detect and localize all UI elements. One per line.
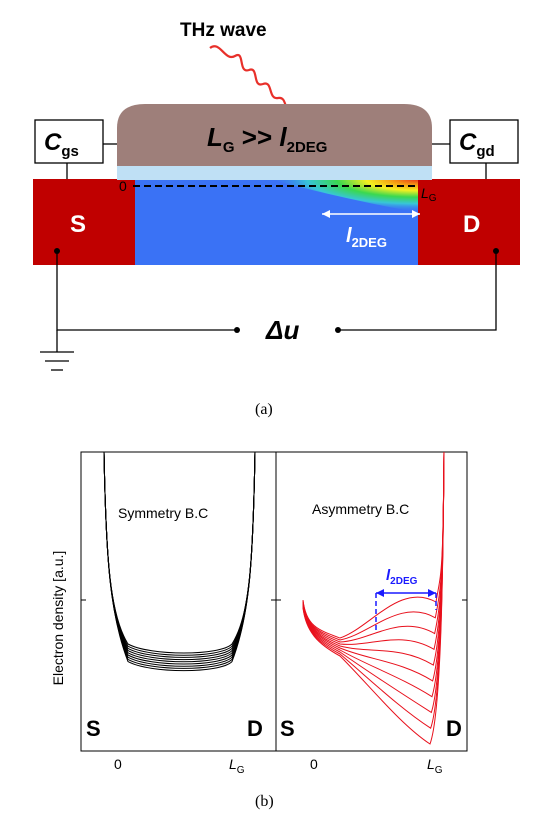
l2deg-label: l2DEG [346, 225, 387, 250]
symmetric-curves [103, 451, 256, 672]
figure-b-drawing: Electron density [a.u.] l2DEG Symmetry B… [50, 451, 468, 776]
figure-a-drawing: THz wave LG >> l2DEG Cgs Cgd S D 0 LG l2… [33, 20, 520, 371]
right-x0-label: 0 [310, 756, 318, 772]
drain-label: D [463, 211, 480, 238]
asymmetric-curve [302, 451, 445, 639]
asymmetric-curve [302, 451, 445, 714]
symmetric-curve [103, 451, 256, 656]
right-drain-label: D [446, 716, 462, 741]
cgs-label: Cgs [44, 129, 79, 160]
thz-wave-label: THz wave [180, 20, 267, 41]
asymmetric-curve [302, 451, 445, 641]
right-panel-title: Asymmetry B.C [312, 501, 409, 517]
cgs-capacitor-box [34, 119, 104, 164]
symmetric-curve [103, 451, 256, 661]
asymmetric-curve [302, 451, 445, 745]
caption-b: (b) [255, 793, 274, 810]
cgd-label: Cgd [459, 129, 495, 160]
symmetric-curve [103, 451, 256, 658]
drain-contact [418, 179, 520, 265]
symmetric-curve [103, 451, 256, 665]
asymmetric-curve [302, 451, 445, 643]
asymmetric-curve [302, 451, 445, 729]
symmetric-curve [103, 451, 256, 672]
y-axis-label: Electron density [a.u.] [50, 551, 66, 686]
asymmetric-curve [302, 451, 445, 651]
left-source-label: S [86, 716, 101, 741]
plasma-wave-gradient [270, 179, 418, 212]
channel-start-label: 0 [119, 178, 127, 194]
right-xL-label: LG [427, 756, 443, 776]
source-contact [33, 179, 135, 265]
delta-u-label: Δu [265, 315, 299, 345]
left-x0-label: 0 [114, 756, 122, 772]
l2deg-annotation [375, 592, 437, 630]
gate-oxide [117, 166, 432, 180]
caption-a: (a) [255, 401, 273, 418]
symmetric-curve [103, 451, 256, 667]
right-panel-frame [275, 451, 468, 752]
gate-label: LG >> l2DEG [207, 122, 327, 156]
left-drain-label: D [247, 716, 263, 741]
left-xL-label: LG [229, 756, 245, 776]
gate-electrode [117, 104, 432, 166]
l2deg-label-b: l2DEG [386, 567, 418, 587]
asymmetric-curves [302, 451, 445, 745]
symmetric-curve [103, 451, 256, 654]
ground-icon [40, 330, 74, 371]
symmetric-curve [103, 451, 256, 669]
source-label: S [70, 211, 86, 238]
asymmetric-curve [302, 451, 445, 682]
symmetric-curve [103, 451, 256, 663]
left-panel-title: Symmetry B.C [118, 505, 208, 521]
channel-end-label: LG [421, 185, 437, 204]
cgd-capacitor-box [449, 119, 519, 164]
right-source-label: S [280, 716, 295, 741]
